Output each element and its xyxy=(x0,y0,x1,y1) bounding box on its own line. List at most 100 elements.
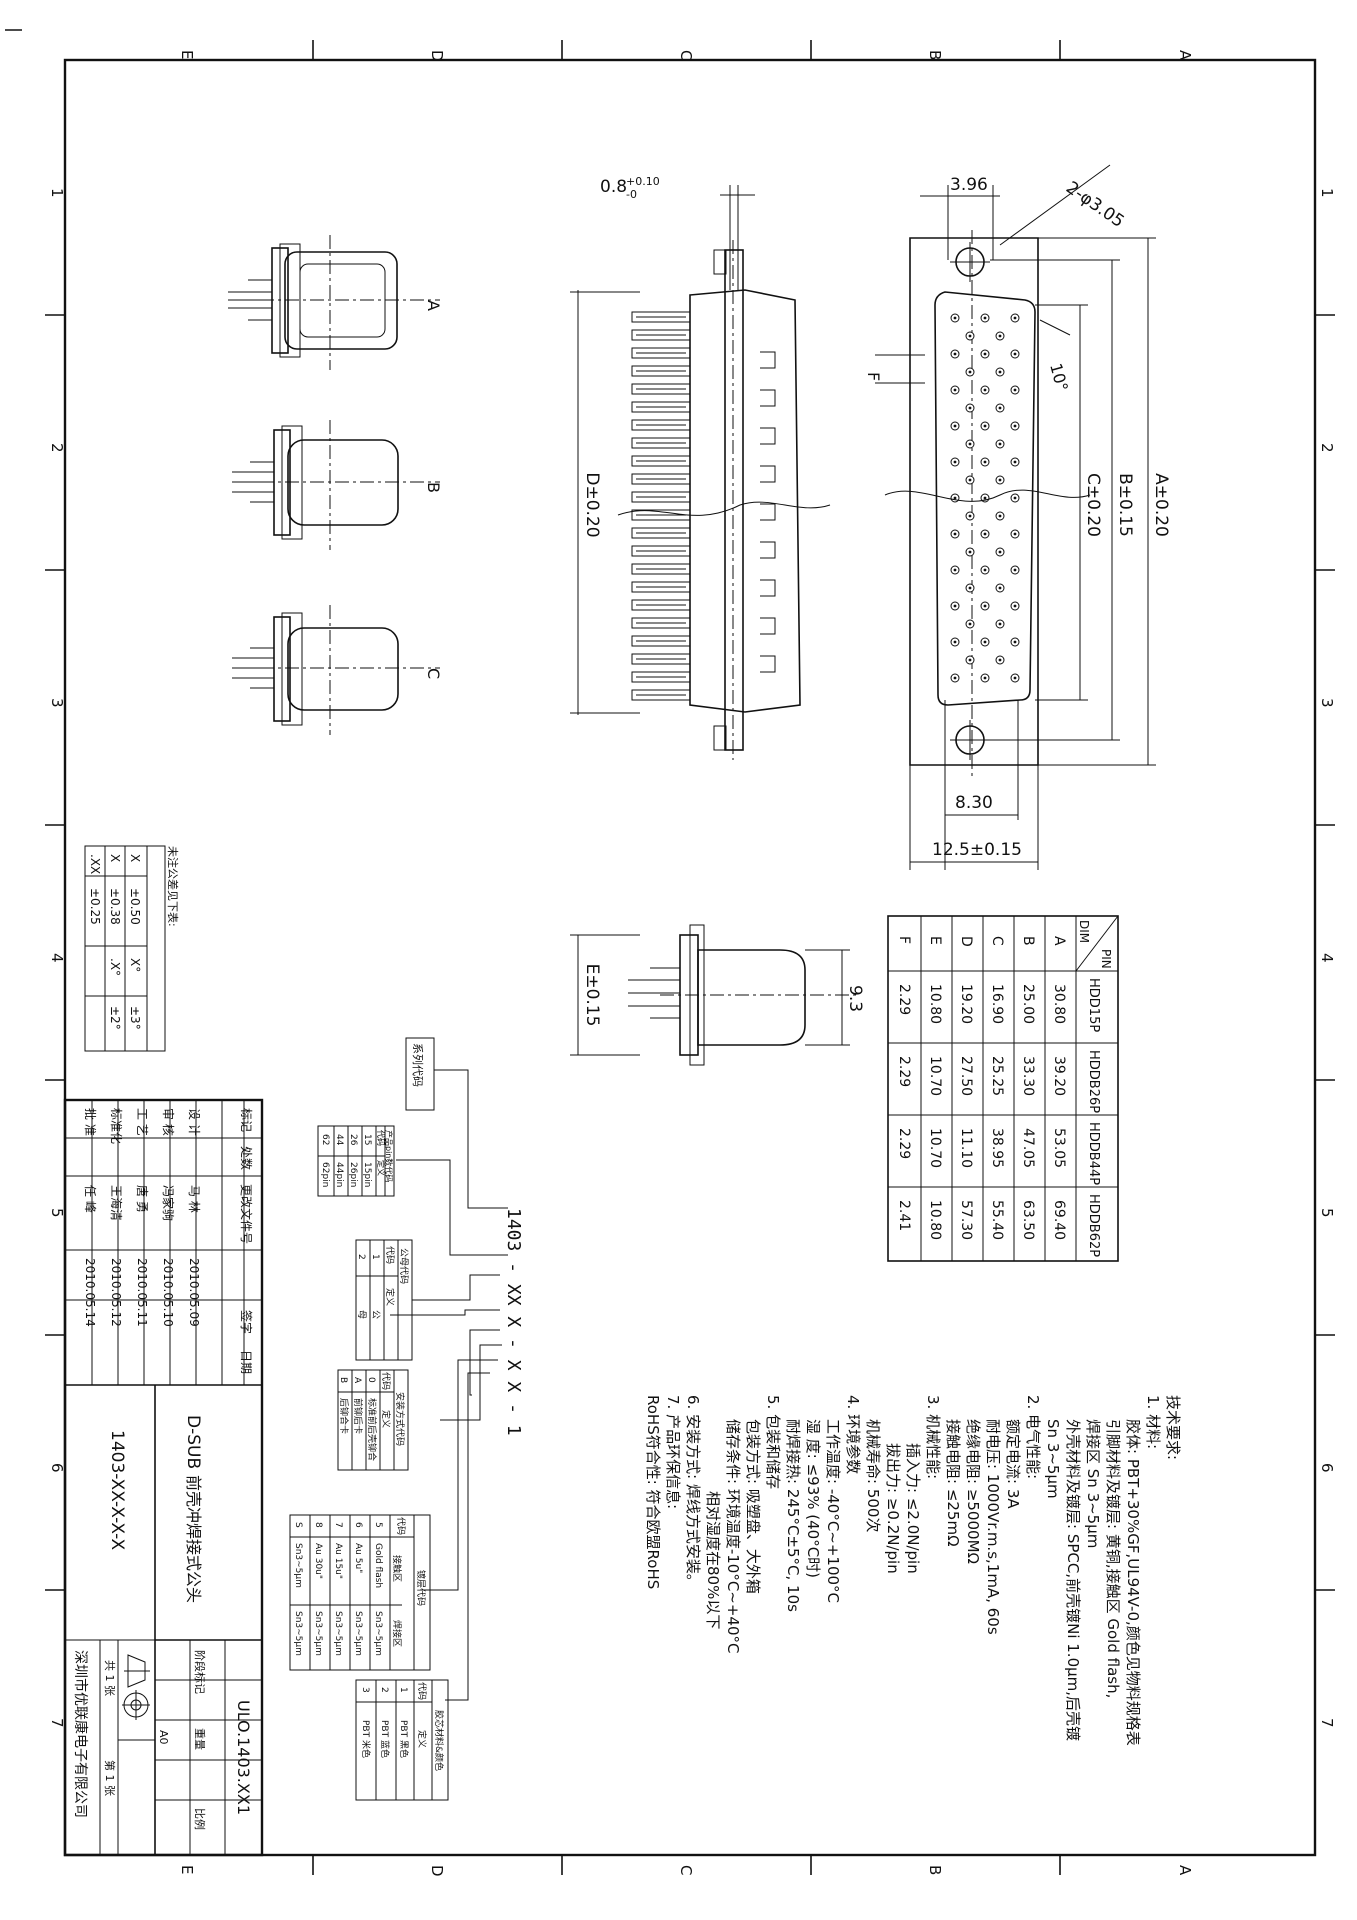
profile-slot xyxy=(760,579,776,597)
pin-table-code: 26 xyxy=(348,1134,358,1146)
mount-table-code: B xyxy=(338,1377,348,1383)
side-view-a: A xyxy=(228,235,443,370)
dimension-table: PIN DIM HDD15PHDDB26PHDDB44PHDDB62PA30.8… xyxy=(887,915,1119,1262)
title-header-mark: 标记 xyxy=(239,1108,253,1132)
plating-table-header-solder: 焊接区 xyxy=(391,1620,403,1647)
tech-requirement-line: 3. 机械性能: xyxy=(924,1395,942,1479)
title-row-name: 王海清 xyxy=(109,1185,124,1221)
gender-table-code: 2 xyxy=(356,1254,366,1260)
dim-table-column-header: HDDB62P xyxy=(1086,1194,1101,1257)
front-pin-center xyxy=(953,460,957,464)
profile-pin xyxy=(631,689,691,701)
profile-pin xyxy=(631,455,691,467)
tolerance-title: 未注公差见下表: xyxy=(166,846,180,927)
front-pin-center xyxy=(953,352,957,356)
front-dim-f: F xyxy=(864,372,883,381)
tech-requirement-line: Sn 3~5μm xyxy=(1044,1419,1062,1499)
title-scale-label: 比例 xyxy=(193,1808,207,1830)
plating-table-header-contact: 接触区 xyxy=(391,1555,403,1582)
dim-table-cell: 57.30 xyxy=(958,1200,974,1240)
profile-pin xyxy=(631,653,691,665)
profile-dim-d: D±0.20 xyxy=(582,472,602,537)
side-view-b: B xyxy=(232,420,443,550)
pin-table-header-def: 定义 xyxy=(376,1160,386,1176)
pin-table-def: 15pin xyxy=(362,1162,372,1187)
projection-symbol xyxy=(122,1654,150,1720)
zone-numbers-left: 1 2 3 4 5 6 7 xyxy=(48,188,66,1728)
tech-requirement-line: 耐电压: 1000Vr.m.s,1mA, 60s xyxy=(984,1419,1002,1635)
profile-slots xyxy=(760,351,776,673)
zone-number-4-right: 4 xyxy=(1318,953,1336,963)
gender-table-def: 母 xyxy=(356,1310,367,1319)
front-pin-center xyxy=(1013,496,1017,500)
plating-table-header-code: 代码 xyxy=(395,1517,406,1535)
profile-pin xyxy=(631,635,691,647)
front-pin-center xyxy=(953,532,957,536)
tech-requirement-line: 额定电流: 3A xyxy=(1004,1419,1022,1509)
dim-table-cell: 11.10 xyxy=(958,1128,974,1168)
pin-table-def: 62pin xyxy=(320,1162,330,1187)
side-view-c: C xyxy=(232,605,443,735)
front-pin-center xyxy=(983,604,987,608)
front-pin-center xyxy=(983,676,987,680)
dim-table-cell: 2.29 xyxy=(896,984,912,1015)
pin-table-title: 产品pin数代码 xyxy=(384,1130,394,1182)
title-drawing-number: ULO.1403.XX1 xyxy=(234,1700,253,1815)
title-weight-label: 重量 xyxy=(193,1728,207,1750)
tech-requirement-line: 焊接区 Sn 3~5μm xyxy=(1084,1419,1102,1548)
zone-letter-a: A xyxy=(1176,50,1194,61)
front-view: 3.96 2-φ3.05 10° F xyxy=(864,164,1171,870)
dim-table-cell: 10.80 xyxy=(927,984,943,1024)
front-pin-center xyxy=(1013,316,1017,320)
dim-table-cell: 55.40 xyxy=(989,1200,1005,1240)
front-pin-center xyxy=(968,478,972,482)
profile-pin xyxy=(631,617,691,629)
front-pin-center xyxy=(1013,352,1017,356)
tech-requirement-line: 胶体: PBT+30%GF,UL94V-0,颜色见物料规格表 xyxy=(1124,1419,1142,1746)
dim-table-cell: 2.29 xyxy=(896,1056,912,1087)
zone-number-7: 7 xyxy=(48,1718,66,1728)
front-pin-center xyxy=(968,406,972,410)
gender-table-header-def: 定义 xyxy=(384,1288,396,1306)
profile-view: 0.8 +0.10 -0 D±0.20 xyxy=(570,175,831,760)
front-pin-center xyxy=(998,334,1002,338)
front-dim-a: A±0.20 xyxy=(1151,473,1171,537)
plating-table-code: S xyxy=(293,1522,303,1528)
tech-requirement-line: 相对湿度在80%以下 xyxy=(704,1491,722,1629)
mount-table-code: 0 xyxy=(366,1377,376,1383)
front-pin-center xyxy=(1013,640,1017,644)
series-label: 系列代码 xyxy=(411,1043,425,1087)
front-pin-center xyxy=(1013,532,1017,536)
front-pin-center xyxy=(953,316,957,320)
tech-lines: 技术要求:1. 材料:胶体: PBT+30%GF,UL94V-0,颜色见物料规格… xyxy=(644,1395,1182,1746)
front-pin-center xyxy=(968,514,972,518)
title-row-date: 2010.05.12 xyxy=(109,1258,123,1327)
tolerance-cell: .XX xyxy=(88,854,102,874)
tolerance-cell: X° xyxy=(128,958,142,972)
pin-gap-tol-lower: -0 xyxy=(626,188,637,201)
front-pins xyxy=(950,313,1020,683)
front-pin-center xyxy=(968,550,972,554)
zone-letter-d-bottom: D xyxy=(428,1865,446,1877)
dim-table-column-header: HDD15P xyxy=(1086,978,1101,1032)
profile-pin xyxy=(631,545,691,557)
profile-pin xyxy=(631,473,691,485)
zone-number-1: 1 xyxy=(48,188,66,198)
zone-number-5: 5 xyxy=(48,1208,66,1218)
dim-table-row-label: C xyxy=(989,936,1005,946)
mount-table-def: 前铆后卡 xyxy=(352,1398,364,1434)
plating-table-contact: Sn3~5μm xyxy=(293,1543,303,1588)
front-pin-center xyxy=(953,604,957,608)
tech-requirement-line: 7. 产品环保信息: xyxy=(664,1395,682,1509)
tech-requirement-line: 接触电阻: ≤25mΩ xyxy=(944,1419,962,1547)
tech-requirement-line: 技术要求: xyxy=(1164,1395,1182,1460)
front-pin-center xyxy=(983,496,987,500)
dim-table-cell: 39.20 xyxy=(1051,1056,1067,1096)
plating-table-code: 7 xyxy=(333,1522,343,1528)
front-pin-center xyxy=(1013,388,1017,392)
